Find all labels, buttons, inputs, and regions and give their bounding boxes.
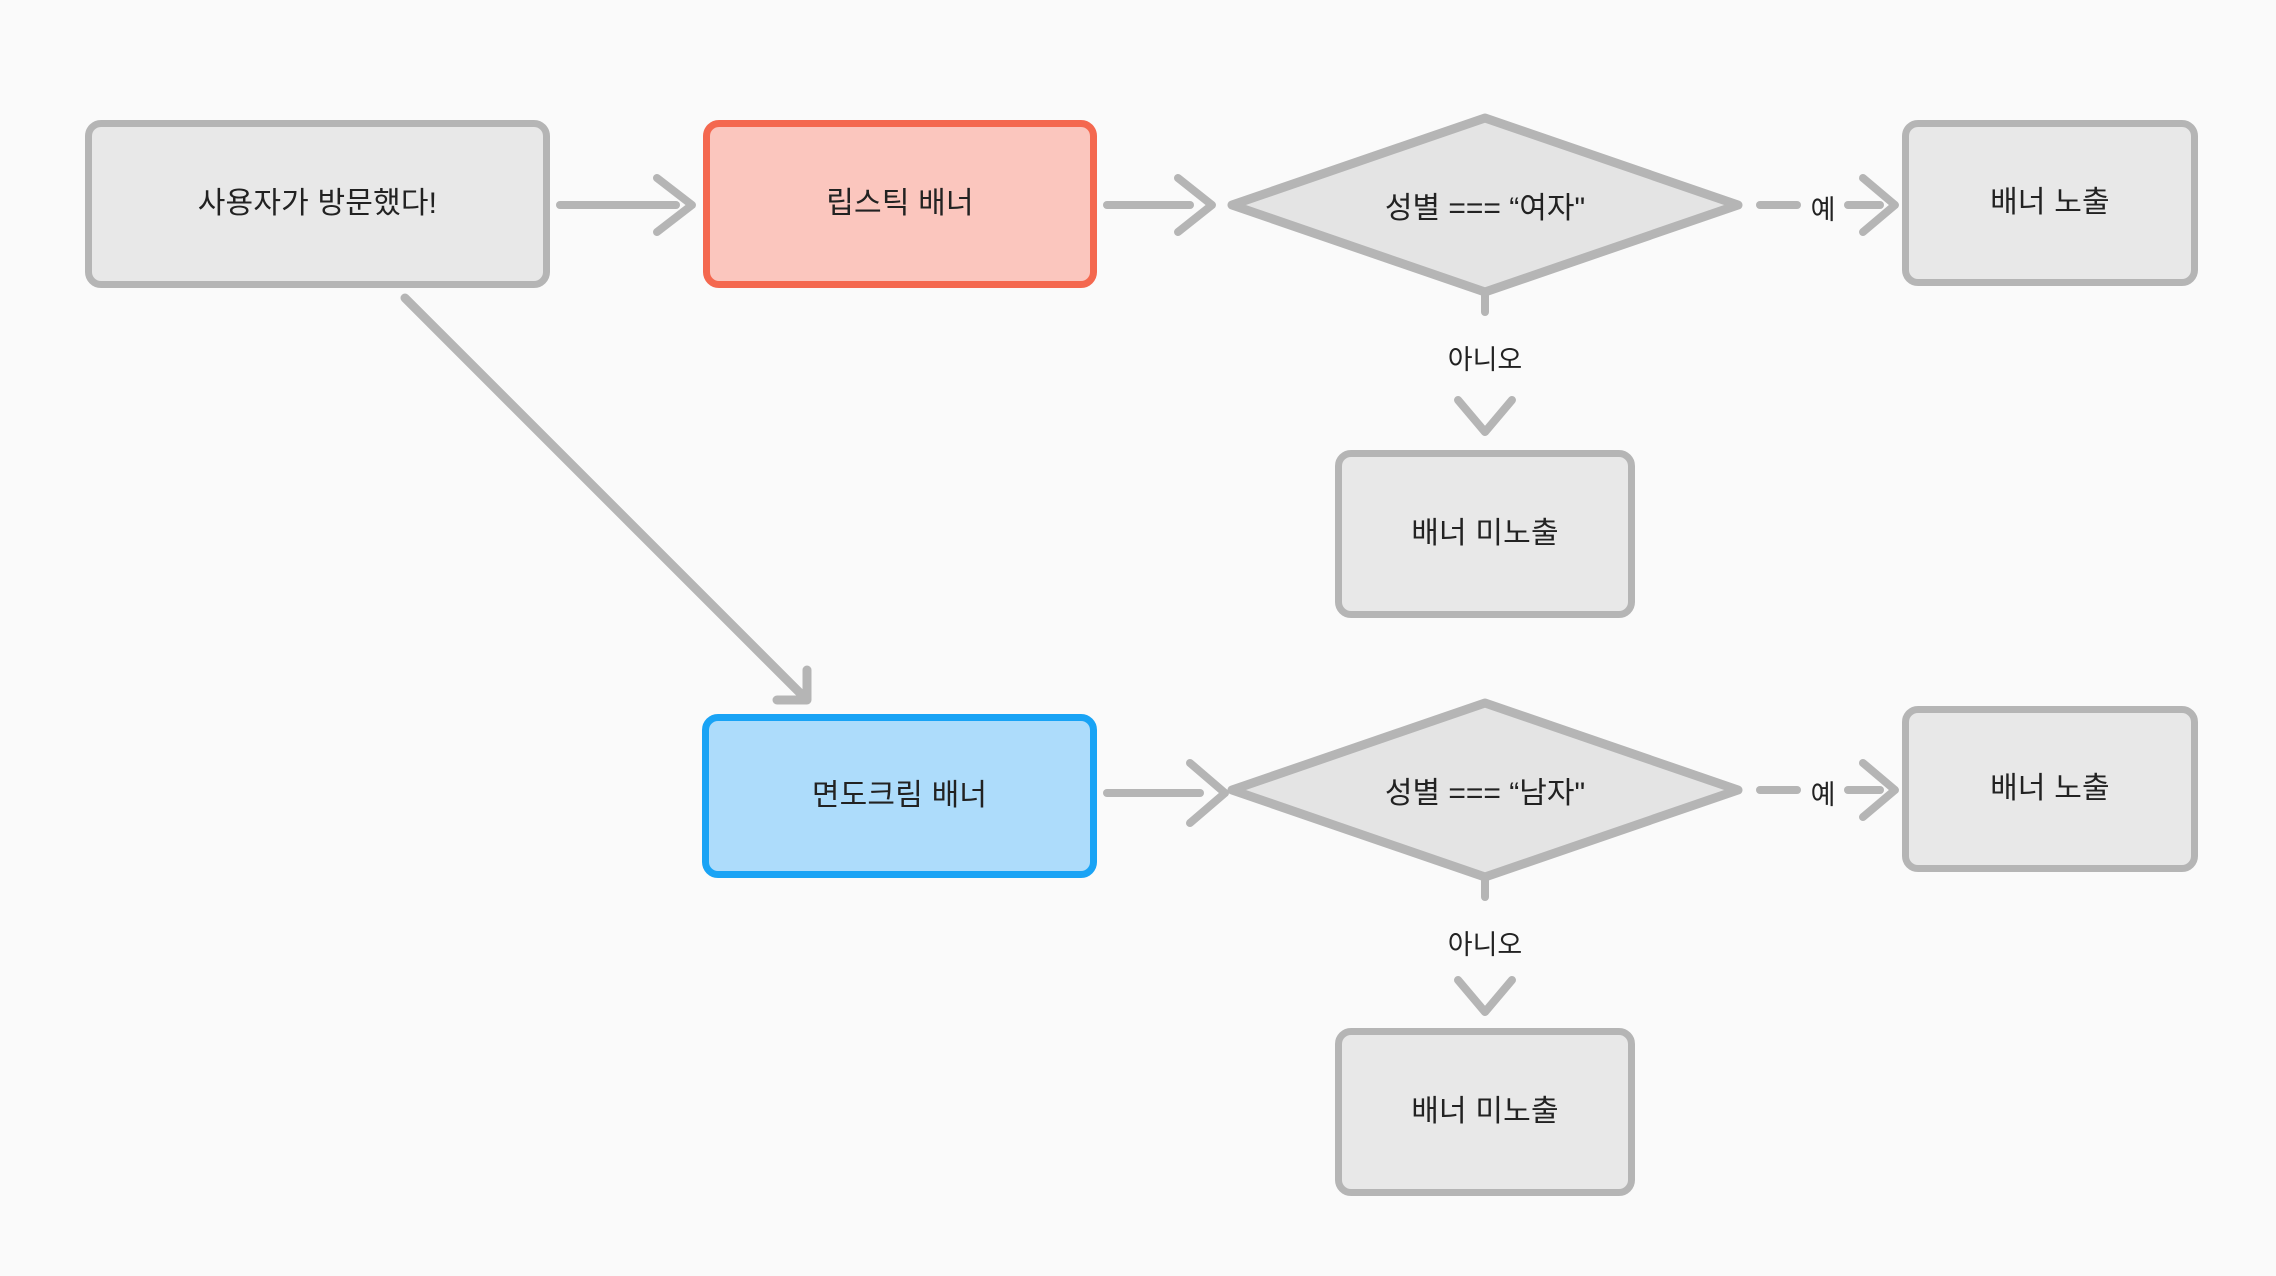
edge-lipstick-to-decision-female: [1103, 174, 1216, 236]
edge-start-to-lipstick: [556, 174, 696, 236]
node-start[interactable]: 사용자가 방문했다!: [85, 120, 550, 288]
decision-female-label: 성별 === “여자": [1384, 192, 1586, 225]
edge-label-yes-top: 예: [1810, 195, 1836, 225]
node-lipstick-banner[interactable]: 립스틱 배너: [703, 120, 1097, 288]
decision-male-label: 성별 === “남자": [1384, 777, 1586, 810]
edge-start-to-shaving-cream: [400, 293, 812, 705]
node-show-banner-top[interactable]: 배너 노출: [1902, 120, 2198, 286]
node-show-banner-bottom[interactable]: 배너 노출: [1902, 706, 2198, 872]
node-hide-banner-top[interactable]: 배너 미노출: [1335, 450, 1635, 618]
edge-label-no-top: 아니오: [1447, 345, 1523, 375]
node-shaving-cream-banner[interactable]: 면도크림 배너: [702, 714, 1097, 878]
node-hide-banner-bottom[interactable]: 배너 미노출: [1335, 1028, 1635, 1196]
edge-label-no-bottom: 아니오: [1447, 930, 1523, 960]
edge-shaving-cream-to-decision-male: [1103, 759, 1229, 827]
edge-label-yes-bottom: 예: [1810, 780, 1836, 810]
